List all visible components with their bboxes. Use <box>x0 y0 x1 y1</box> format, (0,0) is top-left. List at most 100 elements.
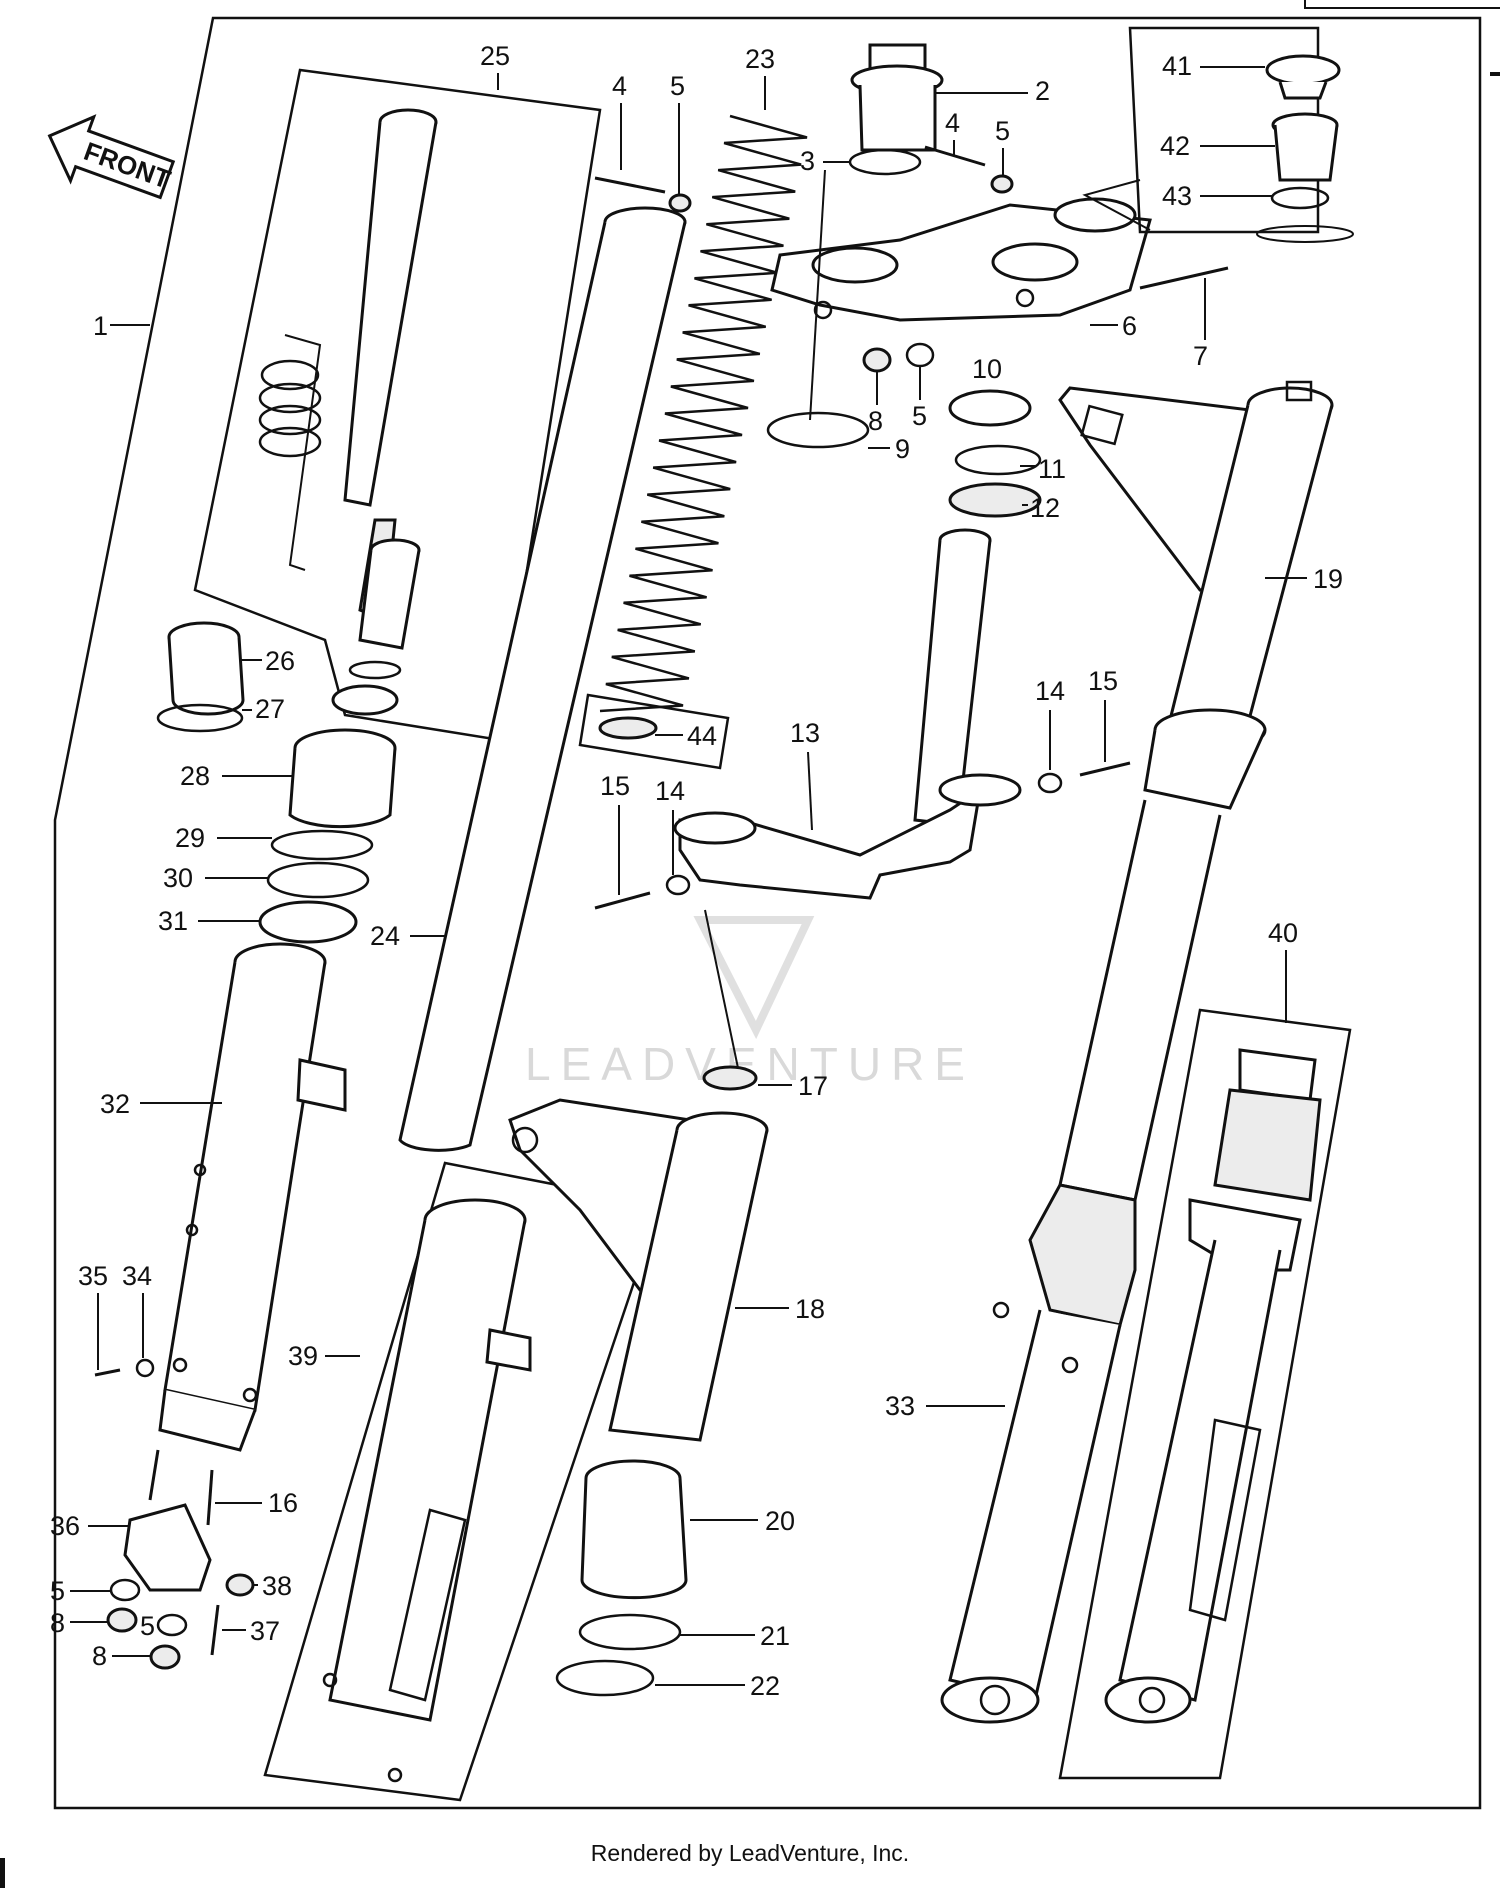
callout-38: 38 <box>262 1571 292 1601</box>
callout-18: 18 <box>795 1294 825 1324</box>
washer-14-left <box>665 874 691 896</box>
callout-3: 3 <box>800 146 815 176</box>
callout-21: 21 <box>760 1621 790 1651</box>
bolt-35 <box>94 1368 121 1377</box>
callout-9: 9 <box>895 434 910 464</box>
callout-33: 33 <box>885 1391 915 1421</box>
nut-8-clamp-a <box>106 1607 138 1633</box>
fork-spring-23 <box>599 114 808 713</box>
margin-mark <box>0 1858 5 1888</box>
bolt-4-left <box>594 176 666 194</box>
cap-kit-leader <box>1082 179 1151 231</box>
cap-kit-box <box>1128 26 1320 234</box>
callout-36: 36 <box>50 1511 80 1541</box>
washer-11 <box>954 444 1042 476</box>
washer-14-right <box>1037 772 1063 794</box>
seal-9 <box>766 411 870 449</box>
callout-15-left: 15 <box>600 771 630 801</box>
cap-bolt-2 <box>850 43 944 152</box>
callout-32: 32 <box>100 1089 130 1119</box>
axle-clamp-36 <box>123 1503 212 1592</box>
callout-28: 28 <box>180 761 210 791</box>
bolt-7 <box>1139 266 1229 290</box>
inner-tube-24 <box>398 206 687 1152</box>
callout-4-right: 4 <box>945 108 960 138</box>
callout-11: 11 <box>1038 454 1066 484</box>
damper-rod <box>258 108 438 716</box>
credit-line: Rendered by LeadVenture, Inc. <box>590 1840 910 1866</box>
guide-cap-to-tube <box>809 169 826 421</box>
callout-10: 10 <box>972 354 1002 384</box>
o-ring-43 <box>1270 186 1330 210</box>
nut-8 <box>862 347 892 373</box>
upper-bracket-6 <box>770 197 1152 322</box>
bolt-15-right <box>1079 761 1131 777</box>
callout-41: 41 <box>1162 51 1192 81</box>
callout-43: 43 <box>1162 181 1192 211</box>
headlight-bracket-18 <box>508 1098 769 1442</box>
nut-8-clamp-b <box>149 1644 181 1670</box>
outer-upper-19 <box>1168 380 1334 737</box>
callout-6: 6 <box>1122 311 1137 341</box>
steering-stem-13 <box>673 528 1022 900</box>
washer-5-right <box>990 174 1014 194</box>
callout-14-left: 14 <box>655 776 685 806</box>
plug-42 <box>1271 112 1339 182</box>
washer-21 <box>578 1613 682 1651</box>
callout-5-clamp-b: 5 <box>140 1611 155 1641</box>
callout-15-right: 15 <box>1088 666 1118 696</box>
grommet-17 <box>702 1065 758 1091</box>
stud-16-left <box>148 1449 160 1501</box>
washer-30 <box>266 861 370 899</box>
callout-39: 39 <box>288 1341 318 1371</box>
callout-8-clamp-a: 8 <box>50 1608 65 1638</box>
callout-14-right: 14 <box>1035 676 1065 706</box>
lower-tube-box <box>1058 1008 1352 1780</box>
callout-23: 23 <box>745 44 775 74</box>
outer-tube-39 <box>322 1198 532 1783</box>
collar-26 <box>167 621 245 716</box>
callout-7: 7 <box>1193 341 1208 371</box>
callout-4-left: 4 <box>612 71 627 101</box>
washer-5-clamp-b <box>156 1613 188 1637</box>
callout-31: 31 <box>158 906 188 936</box>
bolt-37 <box>210 1604 220 1656</box>
retaining-ring-29 <box>270 829 374 861</box>
damper-kit-box <box>193 68 602 742</box>
box-connector-ellipse <box>1256 225 1354 243</box>
outer-tube-32 <box>158 942 347 1452</box>
callout-27: 27 <box>255 694 285 724</box>
dust-seal-28 <box>288 728 397 829</box>
spring-seat-44 <box>598 716 658 740</box>
corner-mark <box>1304 0 1500 9</box>
cover-20 <box>580 1459 688 1600</box>
washer-34 <box>135 1358 155 1378</box>
cap-41 <box>1265 54 1341 100</box>
washer-5-mid <box>905 342 935 368</box>
callout-34: 34 <box>122 1261 152 1291</box>
callout-29: 29 <box>175 823 205 853</box>
callout-30: 30 <box>163 863 193 893</box>
callout-8-clamp-b: 8 <box>92 1641 107 1671</box>
callout-40: 40 <box>1268 918 1298 948</box>
bolt-4-right <box>924 145 986 167</box>
spring-seat-box <box>578 693 730 770</box>
callout-25: 25 <box>480 41 510 71</box>
outer-tube-33 <box>940 708 1267 1724</box>
callout-35: 35 <box>78 1261 108 1291</box>
callout-42: 42 <box>1160 131 1190 161</box>
callout-24: 24 <box>370 921 400 951</box>
callouts: 1 2 3 4 5 4 5 6 7 8 5 9 10 11 12 13 14 1… <box>50 41 1343 1701</box>
callout-5-mid: 5 <box>912 401 927 431</box>
margin-tick <box>1490 72 1500 76</box>
callout-2: 2 <box>1035 76 1050 106</box>
callout-20: 20 <box>765 1506 795 1536</box>
assembly-frame <box>53 16 1482 1810</box>
callout-44: 44 <box>687 721 717 751</box>
callout-22: 22 <box>750 1671 780 1701</box>
callout-8-top: 8 <box>868 406 883 436</box>
callout-13: 13 <box>790 718 820 748</box>
callout-5-top-right: 5 <box>995 116 1010 146</box>
washer-27 <box>156 703 244 733</box>
